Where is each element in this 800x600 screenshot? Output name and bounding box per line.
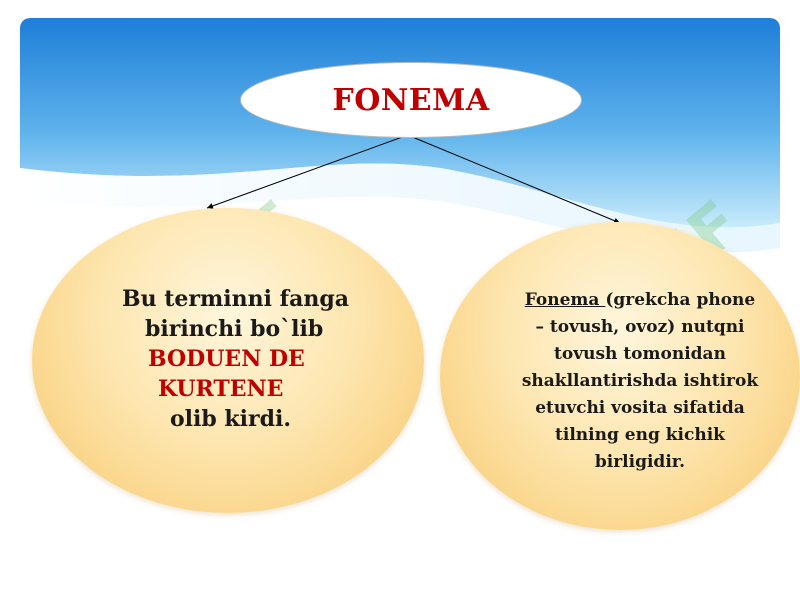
title: FONEMA — [332, 82, 490, 118]
right-line-2: – tovush, ovoz) nutqni — [535, 317, 745, 337]
right-line-1-rest: (grekcha phone — [605, 290, 756, 310]
right-line-5: etuvchi vosita sifatida — [535, 398, 745, 418]
right-line-4: shakllantirishda ishtirok — [521, 371, 759, 391]
right-text-block: Fonema (grekcha phone – tovush, ovoz) nu… — [490, 287, 790, 476]
left-line-1: Bu terminni fanga — [122, 286, 349, 312]
left-line-3: BODUEN DE — [148, 346, 305, 372]
right-line-6: tilning eng kichik — [555, 425, 725, 445]
right-line-3: tovush tomonidan — [554, 344, 726, 364]
left-line-2: birinchi bo`lib — [145, 316, 324, 342]
right-line-7: birligidir. — [594, 452, 686, 472]
left-line-5: olib kirdi. — [170, 406, 292, 432]
title-ellipse: FONEMA — [240, 62, 582, 138]
left-oval — [32, 208, 424, 513]
left-text-block: Bu terminni fanga birinchi bo`lib BODUEN… — [92, 284, 362, 434]
right-oval — [440, 222, 800, 530]
right-line-1: Fonema (grekcha phone — [490, 287, 790, 314]
term-fonema: Fonema — [524, 290, 606, 310]
left-line-4: KURTENE — [158, 376, 284, 402]
